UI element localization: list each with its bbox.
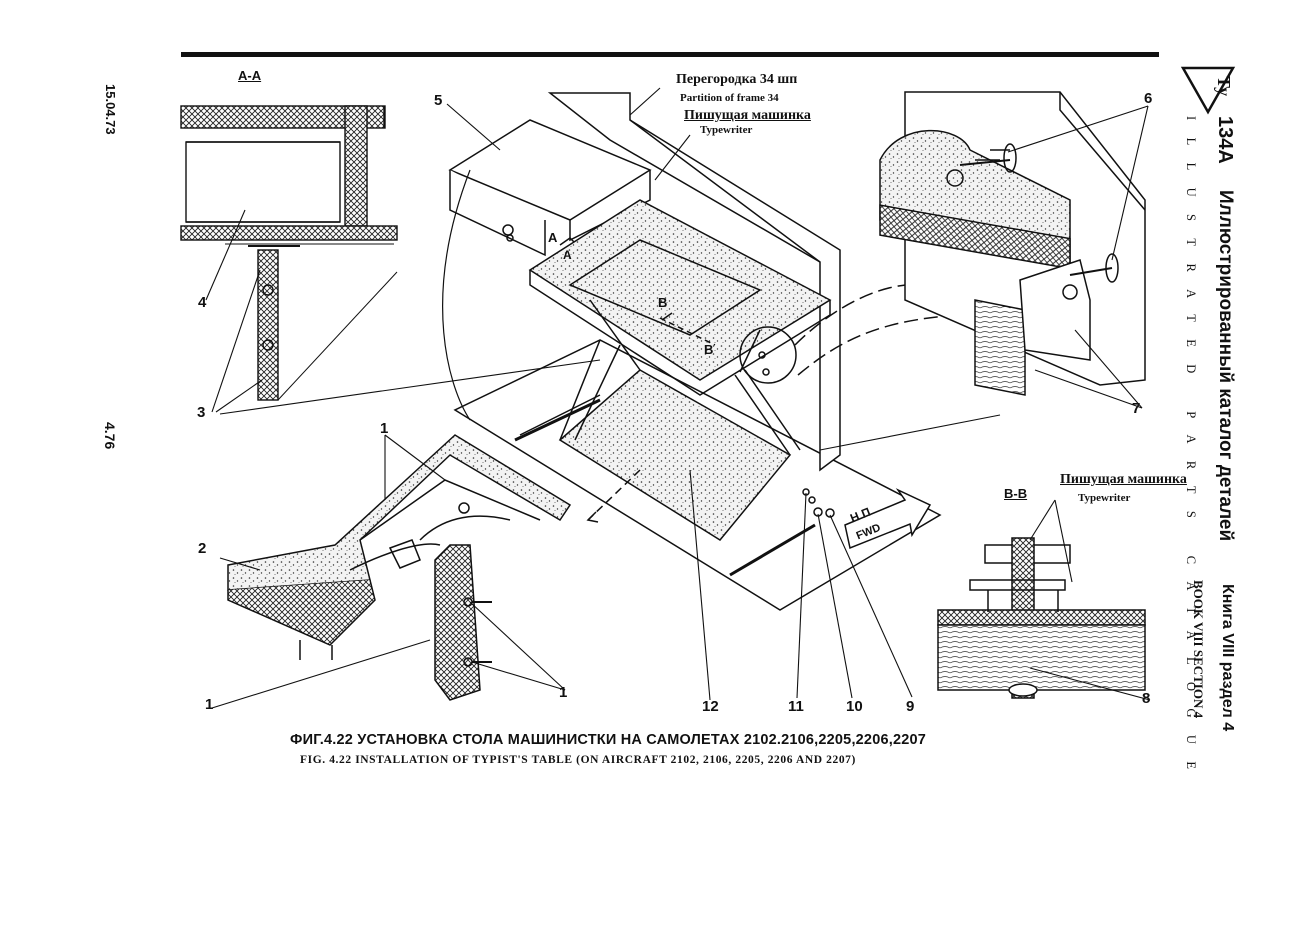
- section-bb-view: [937, 537, 1146, 699]
- section-bb-label: В-В: [1004, 486, 1028, 501]
- callout-2: 2: [198, 540, 207, 557]
- logo-text: Ту: [1214, 76, 1234, 97]
- section-mark-a1: А: [548, 230, 558, 245]
- typewriter-label-en: Typewriter: [700, 124, 753, 136]
- main-isometric-view: [442, 92, 961, 611]
- callout-8: 8: [1142, 690, 1151, 707]
- top-rule: [181, 52, 1159, 57]
- callout-7: 7: [1132, 400, 1141, 417]
- typewriter2-label-en: Typewriter: [1078, 492, 1131, 504]
- model-title: 134А: [1214, 116, 1236, 164]
- catalogue-title-ru: Иллюстрированный каталог деталей: [1215, 190, 1236, 542]
- side-date: 15.04.73: [103, 84, 118, 135]
- callout-1-top: 1: [380, 420, 389, 437]
- callout-10: 10: [846, 698, 863, 715]
- callout-12: 12: [702, 698, 719, 715]
- book-section-ru: Книга VIII раздел 4: [1219, 584, 1236, 732]
- section-aa-view: [180, 105, 398, 401]
- typewriter2-label-ru: Пишущая машинка: [1060, 472, 1187, 487]
- callout-6: 6: [1144, 90, 1153, 107]
- callout-1-left: 1: [205, 696, 214, 713]
- callout-5: 5: [434, 92, 443, 109]
- detail-corner-view: [227, 434, 572, 701]
- partition-label-en: Partition of frame 34: [680, 92, 779, 104]
- section-aa-label: А-А: [238, 68, 262, 83]
- side-page-number: 4.76: [102, 422, 118, 450]
- callout-4: 4: [198, 294, 207, 311]
- callout-3: 3: [197, 404, 206, 421]
- figure-caption-ru: ФИГ.4.22 УСТАНОВКА СТОЛА МАШИНИСТКИ НА С…: [290, 732, 927, 748]
- detail-fastener-view: [879, 91, 1146, 396]
- partition-label-ru: Перегородка 34 шп: [676, 72, 798, 87]
- leader-lines: [205, 87, 1151, 709]
- figure-caption-en: FIG. 4.22 INSTALLATION OF TYPIST'S TABLE…: [300, 754, 856, 766]
- callout-1-right: 1: [559, 684, 568, 701]
- callout-11: 11: [788, 698, 804, 715]
- book-section-en: BOOK VIII SECTION 4: [1191, 580, 1206, 719]
- typewriter-label-ru: Пишущая машинка: [684, 108, 811, 123]
- tu-logo: [1180, 66, 1236, 115]
- section-mark-a2: А: [563, 248, 572, 262]
- section-mark-b1: В: [658, 295, 668, 310]
- section-mark-b2: В: [704, 342, 714, 357]
- callout-9: 9: [906, 698, 915, 715]
